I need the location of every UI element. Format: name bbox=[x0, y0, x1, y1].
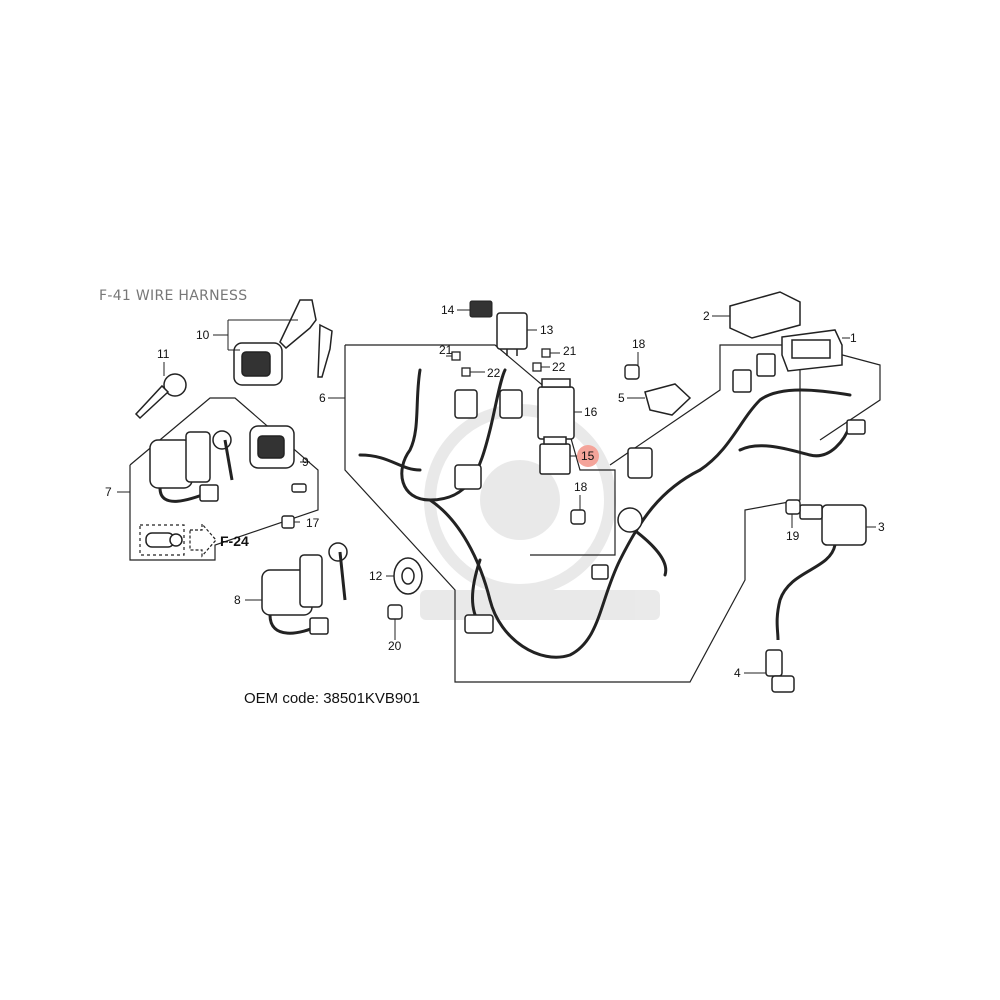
label-12: 12 bbox=[369, 569, 383, 583]
label-3: 3 bbox=[878, 520, 885, 534]
group-outline-harness bbox=[344, 344, 801, 683]
label-19: 19 bbox=[786, 529, 800, 543]
label-13: 13 bbox=[540, 323, 554, 337]
part-16-unit bbox=[537, 378, 575, 440]
label-10: 10 bbox=[196, 328, 210, 342]
part-11-key bbox=[134, 373, 187, 420]
highlight-part-15 bbox=[577, 445, 599, 467]
label-21b: 21 bbox=[563, 344, 577, 358]
label-16: 16 bbox=[584, 405, 598, 419]
fuses bbox=[451, 348, 551, 377]
label-5: 5 bbox=[618, 391, 625, 405]
part-labels: 1 2 3 4 5 6 7 8 9 10 11 12 13 14 15 16 1… bbox=[105, 303, 885, 680]
label-20: 20 bbox=[388, 639, 402, 653]
oem-code: OEM code: 38501KVB901 bbox=[244, 690, 420, 707]
label-4: 4 bbox=[734, 666, 741, 680]
part-12-horn bbox=[393, 557, 423, 595]
part-1-cover bbox=[781, 329, 843, 372]
label-18b: 18 bbox=[574, 480, 588, 494]
group-outline-lockset bbox=[129, 397, 319, 561]
label-9: 9 bbox=[302, 455, 309, 469]
label-18a: 18 bbox=[632, 337, 646, 351]
label-8: 8 bbox=[234, 593, 241, 607]
label-11: 11 bbox=[157, 347, 170, 361]
part-8-seat-lock bbox=[261, 542, 348, 635]
label-15: 15 bbox=[581, 449, 595, 463]
leader-lines bbox=[117, 309, 876, 674]
part-15-relay bbox=[539, 436, 571, 475]
part-7-main-switch bbox=[149, 430, 234, 503]
part-10-key-set bbox=[233, 299, 333, 386]
reference-arrow-f24: F-24 bbox=[189, 522, 249, 558]
part-4-spark-plug-cap bbox=[765, 649, 795, 693]
harness-connectors bbox=[454, 353, 866, 634]
label-22a: 22 bbox=[487, 366, 501, 380]
reference-label: F-24 bbox=[220, 533, 249, 549]
part-14-connector bbox=[469, 300, 493, 318]
label-1: 1 bbox=[850, 331, 857, 345]
label-21a: 21 bbox=[439, 343, 453, 357]
label-17: 17 bbox=[306, 516, 320, 530]
part-3-ignition-coil bbox=[775, 504, 867, 641]
part-5-bracket bbox=[644, 383, 692, 416]
label-6: 6 bbox=[319, 391, 326, 405]
part-9-lock bbox=[249, 425, 295, 469]
part-13-relay bbox=[496, 312, 528, 356]
label-14: 14 bbox=[441, 303, 455, 317]
label-2: 2 bbox=[703, 309, 710, 323]
diagram-title: F-41 WIRE HARNESS bbox=[99, 288, 248, 304]
cylinder-f24 bbox=[145, 532, 183, 548]
label-22b: 22 bbox=[552, 360, 566, 374]
part-2-ecu bbox=[729, 291, 801, 339]
label-7: 7 bbox=[105, 485, 112, 499]
